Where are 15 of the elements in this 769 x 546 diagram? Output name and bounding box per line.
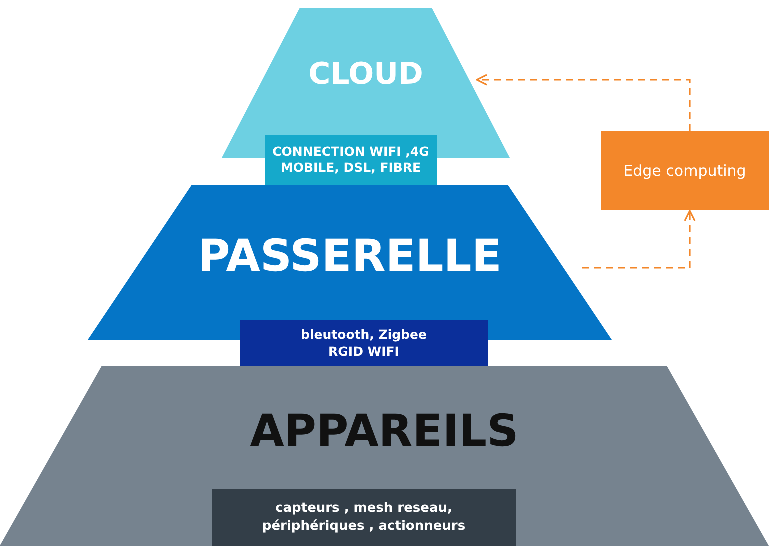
layer-title: PASSERELLE: [197, 235, 503, 279]
connectivity-box: [265, 135, 437, 185]
protocol-box: [240, 320, 488, 366]
box-text: capteurs , mesh reseau, périphériques , actionneurs: [261, 500, 467, 536]
device-types-box: [212, 489, 516, 546]
gateway-layer: [88, 185, 612, 340]
dashed-arrow: [476, 74, 691, 131]
box-text: CONNECTION WIFI ,4G MOBILE, DSL, FIBRE: [272, 144, 430, 176]
layer-title: APPAREILS: [249, 410, 520, 454]
edge-computing-box: [601, 131, 769, 210]
layer-title: CLOUD: [308, 60, 424, 90]
dashed-arrow: [582, 210, 696, 269]
devices-layer: [0, 366, 769, 546]
box-text: Edge computing: [624, 162, 746, 180]
box-text: bleutooth, Zigbee RGID WIFI: [300, 326, 428, 360]
